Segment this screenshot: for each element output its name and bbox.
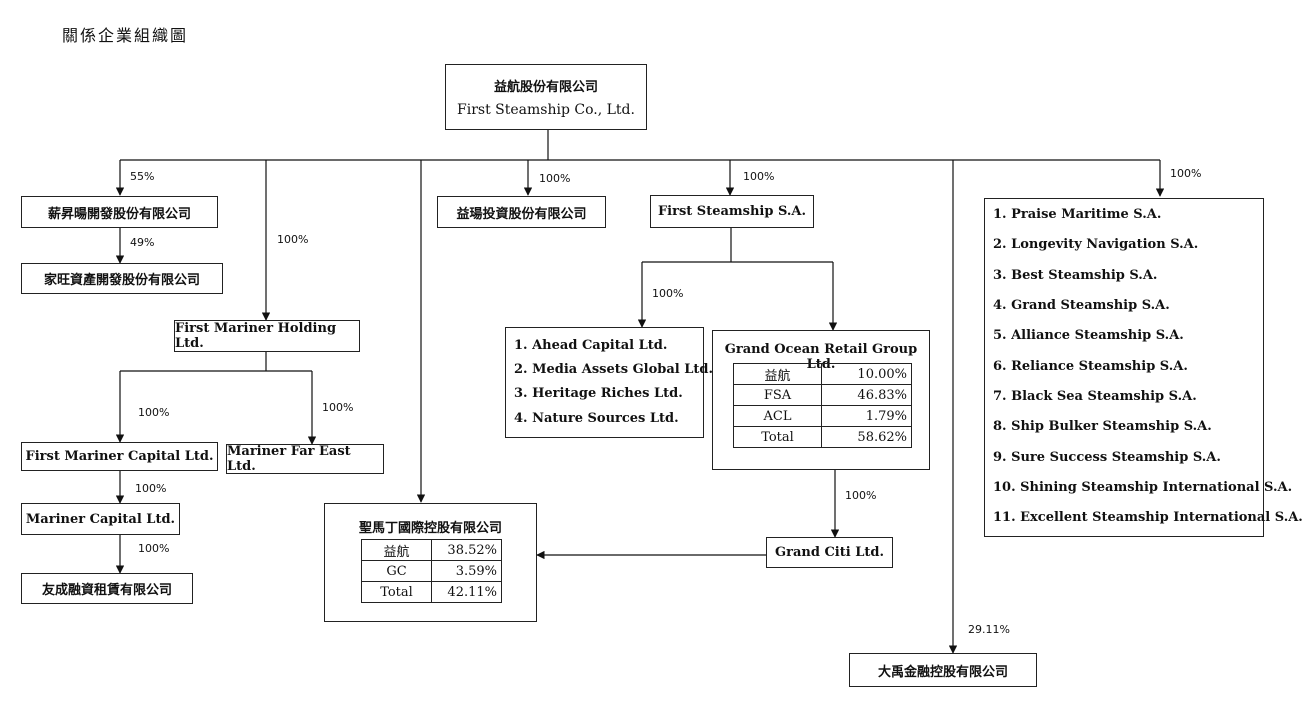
holding-value: 3.59% [431,560,502,582]
company-box-yiyang: 益瑒投資股份有限公司 [437,196,606,228]
pct-root-xinsheng: 55% [130,170,155,183]
pct-root-fmh: 100% [277,233,309,246]
holder-name: Total [733,426,822,448]
company-box-first-mariner-holding: First Mariner Holding Ltd. [174,320,360,352]
holder-name: 益航 [361,539,432,561]
pct-gorg-citi: 100% [845,489,877,502]
holder-name: GC [361,560,432,582]
company-box-mariner-far-east: Mariner Far East Ltd. [226,444,384,474]
st-martin-title: 聖馬丁國際控股有限公司 [358,521,502,536]
ahead-group-item: 3. Heritage Riches Ltd. [514,386,683,401]
holder-name: FSA [733,384,822,406]
steamship-list-item: 5. Alliance Steamship S.A. [993,328,1184,343]
steamship-list-item: 3. Best Steamship S.A. [993,268,1158,283]
holding-value: 1.79% [821,405,912,427]
steamship-list-item: 1. Praise Maritime S.A. [993,207,1162,222]
steamship-list-item: 6. Reliance Steamship S.A. [993,359,1188,374]
company-box-youcheng: 友成融資租賃有限公司 [21,573,193,604]
steamship-list-item: 11. Excellent Steamship International S.… [993,510,1303,525]
company-box-jiawang: 家旺資產開發股份有限公司 [21,263,223,294]
steamship-list-box: 1. Praise Maritime S.A. 2. Longevity Nav… [984,198,1303,537]
pct-fmh-mfe: 100% [322,401,354,414]
holder-name: ACL [733,405,822,427]
pct-root-yiyang: 100% [539,172,571,185]
company-box-first-steamship-sa: First Steamship S.A. [650,195,814,228]
ahead-group-item: 1. Ahead Capital Ltd. [514,338,668,353]
pct-root-steamship-list: 100% [1170,167,1202,180]
holding-value: 10.00% [821,363,912,385]
pct-xinsheng-jiawang: 49% [130,236,155,249]
holding-value: 46.83% [821,384,912,406]
ahead-group-item: 4. Nature Sources Ltd. [514,411,679,426]
steamship-list-item: 2. Longevity Navigation S.A. [993,237,1199,252]
steamship-list-item: 10. Shining Steamship International S.A. [993,480,1293,495]
pct-fmc-mc: 100% [135,482,167,495]
holder-name: 益航 [733,363,822,385]
company-box-xinsheng: 薪昇暘開發股份有限公司 [21,196,218,228]
ahead-group-item: 2. Media Assets Global Ltd. [514,362,714,377]
steamship-list-item: 8. Ship Bulker Steamship S.A. [993,419,1212,434]
holding-value: 38.52% [431,539,502,561]
company-box-grand-citi: Grand Citi Ltd. [766,537,893,568]
diagram-title: 關係企業組織圖 [62,26,189,45]
ahead-group-box: 1. Ahead Capital Ltd. 2. Media Assets Gl… [505,327,713,438]
pct-fssa-ahead: 100% [652,287,684,300]
pct-mc-youcheng: 100% [138,542,170,555]
root-company-name-en: First Steamship Co., Ltd. [457,102,635,118]
holding-value: 58.62% [821,426,912,448]
steamship-list-item: 4. Grand Steamship S.A. [993,298,1170,313]
holder-name: Total [361,581,432,603]
company-box-first-mariner-capital: First Mariner Capital Ltd. [21,442,218,471]
pct-fmh-fmc: 100% [138,406,170,419]
pct-root-fssa: 100% [743,170,775,183]
root-company-box: 益航股份有限公司 First Steamship Co., Ltd. [445,64,647,130]
company-box-mariner-capital: Mariner Capital Ltd. [21,503,180,535]
steamship-list-item: 7. Black Sea Steamship S.A. [993,389,1197,404]
steamship-list-item: 9. Sure Success Steamship S.A. [993,450,1221,465]
holding-value: 42.11% [431,581,502,603]
root-company-name-zh: 益航股份有限公司 [493,80,598,95]
company-box-dayu: 大禹金融控股有限公司 [849,653,1037,687]
pct-root-dayu: 29.11% [968,623,1010,636]
